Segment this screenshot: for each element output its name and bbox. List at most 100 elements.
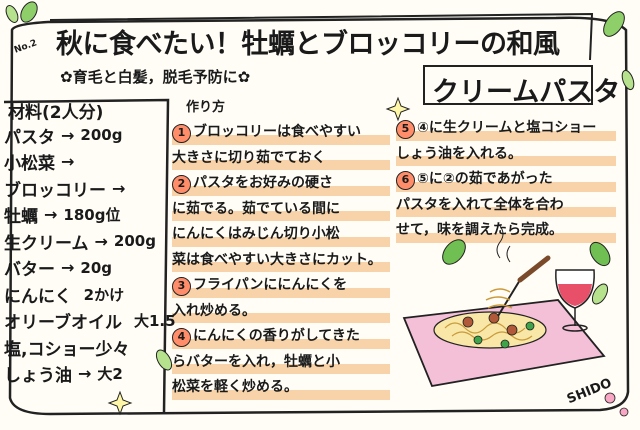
arrow-icon: →: [61, 152, 75, 172]
ingredient-name: しょう油: [4, 366, 72, 387]
ingredient-name: パスタ: [4, 127, 55, 148]
leaf-icon: [589, 241, 611, 267]
step-number: 5: [396, 120, 415, 139]
fork-icon: [497, 279, 521, 317]
step-line: 松菜を軽く炒める。: [172, 375, 390, 401]
sparkle-icon: [385, 96, 411, 122]
ingredient-name: 小松菜: [4, 154, 55, 175]
ingredient-amount: 20g: [80, 258, 113, 277]
broccoli-icon: [525, 321, 535, 331]
ingredient-item: 牡蠣→180g位: [4, 202, 176, 229]
ingredient-name: バター: [4, 260, 55, 281]
subtitle: ✿育毛と白髪，脱毛予防に✿: [60, 68, 251, 86]
title-frame: [49, 12, 594, 61]
wine-glass-icon: [555, 269, 595, 332]
arrow-icon: →: [78, 364, 92, 384]
step-line: しょう油を入れる。: [396, 142, 616, 168]
ingredient-name: ブロッコリー: [4, 180, 106, 201]
step-line: に茹でる。茹でている間に: [172, 197, 390, 223]
sparkle-icon: [107, 390, 133, 416]
oyster-icon: [462, 316, 474, 328]
ingredient-item: 小松菜 →: [4, 149, 176, 176]
step-text: ⑤に②の茹であがった: [417, 171, 553, 187]
ingredients-heading: 材料(2人分): [8, 103, 104, 123]
ingredient-name: オリーブオイル: [4, 313, 122, 334]
ingredient-item: パスタ → 200g: [4, 122, 176, 149]
leaf-icon: [591, 283, 609, 305]
ingredient-amount: 大1.5: [133, 312, 176, 331]
step-text: パスタをお好みの硬さ: [193, 175, 333, 191]
step-number: 2: [172, 175, 191, 194]
step-text: パスタを入れて全体を合わ: [396, 196, 564, 213]
ingredient-amount: 大2: [97, 365, 123, 384]
leaf-icon: [5, 5, 19, 23]
step-line: パスタを入れて全体を合わ: [396, 193, 616, 219]
step-line: 菜は食べやすい大きさにカット。: [172, 248, 390, 274]
ingredient-item: にんにく 2かけ: [4, 281, 176, 308]
step-text: フライパンににんにくを: [193, 277, 348, 293]
leaf-icon: [621, 69, 635, 91]
step-text: に茹でる。茹でている間に: [172, 200, 340, 217]
step-text: ④に生クリームと塩コショー: [417, 120, 597, 136]
step-number: 3: [172, 277, 191, 296]
step-number: 1: [172, 124, 191, 143]
ingredients-list: パスタ→200g 小松菜→ ブロッコリー→ 牡蠣→180g位 生クリーム→200…: [4, 122, 176, 387]
step-line: 大きさに切り茹でておく: [172, 146, 390, 172]
steps-heading: 作り方: [186, 100, 226, 115]
step-text: にんにくの香りがしてきた: [193, 328, 360, 344]
step-number: 4: [172, 328, 191, 347]
pasta-illustration: [402, 225, 606, 388]
step-number: 6: [396, 171, 415, 190]
ingredients-frame: [3, 98, 170, 413]
ingredient-item: 生クリーム→ 200g: [4, 228, 176, 255]
title2-frame: [423, 65, 593, 105]
step-text: 入れ炒める。: [172, 302, 256, 319]
step-text: 松菜を軽く炒める。: [172, 379, 298, 395]
step-text: しょう油を入れる。: [396, 145, 522, 162]
ingredient-item: オリーブオイル 大1.5: [4, 308, 176, 335]
ingredient-name: 塩,コショー少々: [4, 339, 130, 360]
leaf-icon: [603, 11, 625, 37]
ingredient-item: ブロッコリー →: [4, 175, 176, 202]
broccoli-icon: [473, 335, 483, 345]
page-title-line2: クリームパスタ: [432, 77, 621, 108]
page-title: 秋に食べたい！牡蠣とブロッコリーの和風: [56, 29, 560, 60]
step-text: らバターを入れ，牡蠣と小: [172, 353, 340, 370]
flower-icon: [619, 407, 629, 417]
ingredient-amount: 200g: [113, 232, 156, 251]
flower-icon: [604, 392, 616, 404]
arrow-icon: →: [112, 178, 126, 198]
arrow-icon: →: [94, 231, 108, 251]
broccoli-icon: [500, 339, 510, 349]
ingredient-name: 牡蠣: [4, 207, 38, 228]
ingredient-name: にんにく: [4, 286, 72, 307]
ingredient-amount: 180g位: [63, 206, 121, 225]
step-text: にんにくはみじん切り小松: [172, 226, 340, 242]
step-line: 入れ炒める。: [172, 299, 390, 325]
ingredient-name: 生クリーム: [4, 233, 89, 254]
step-text: 大きさに切り茹でておく: [172, 149, 326, 166]
step-text: 菜は食べやすい大きさにカット。: [172, 251, 382, 268]
card-frame: [8, 16, 630, 416]
arrow-icon: →: [61, 125, 75, 145]
ingredient-amount: 200g: [80, 126, 123, 145]
ingredient-item: バター → 20g: [4, 255, 176, 282]
step-line: せて，味を調えたら完成。: [396, 218, 616, 244]
ingredient-item: しょう油 → 大2: [4, 361, 176, 388]
step-line: にんにくはみじん切り小松: [172, 222, 390, 248]
leaf-icon: [20, 1, 38, 23]
step-text: せて，味を調えたら完成。: [396, 222, 564, 238]
step-text: ブロッコリーは食べやすい: [193, 124, 361, 140]
arrow-icon: →: [61, 258, 75, 278]
oyster-icon: [506, 324, 518, 336]
